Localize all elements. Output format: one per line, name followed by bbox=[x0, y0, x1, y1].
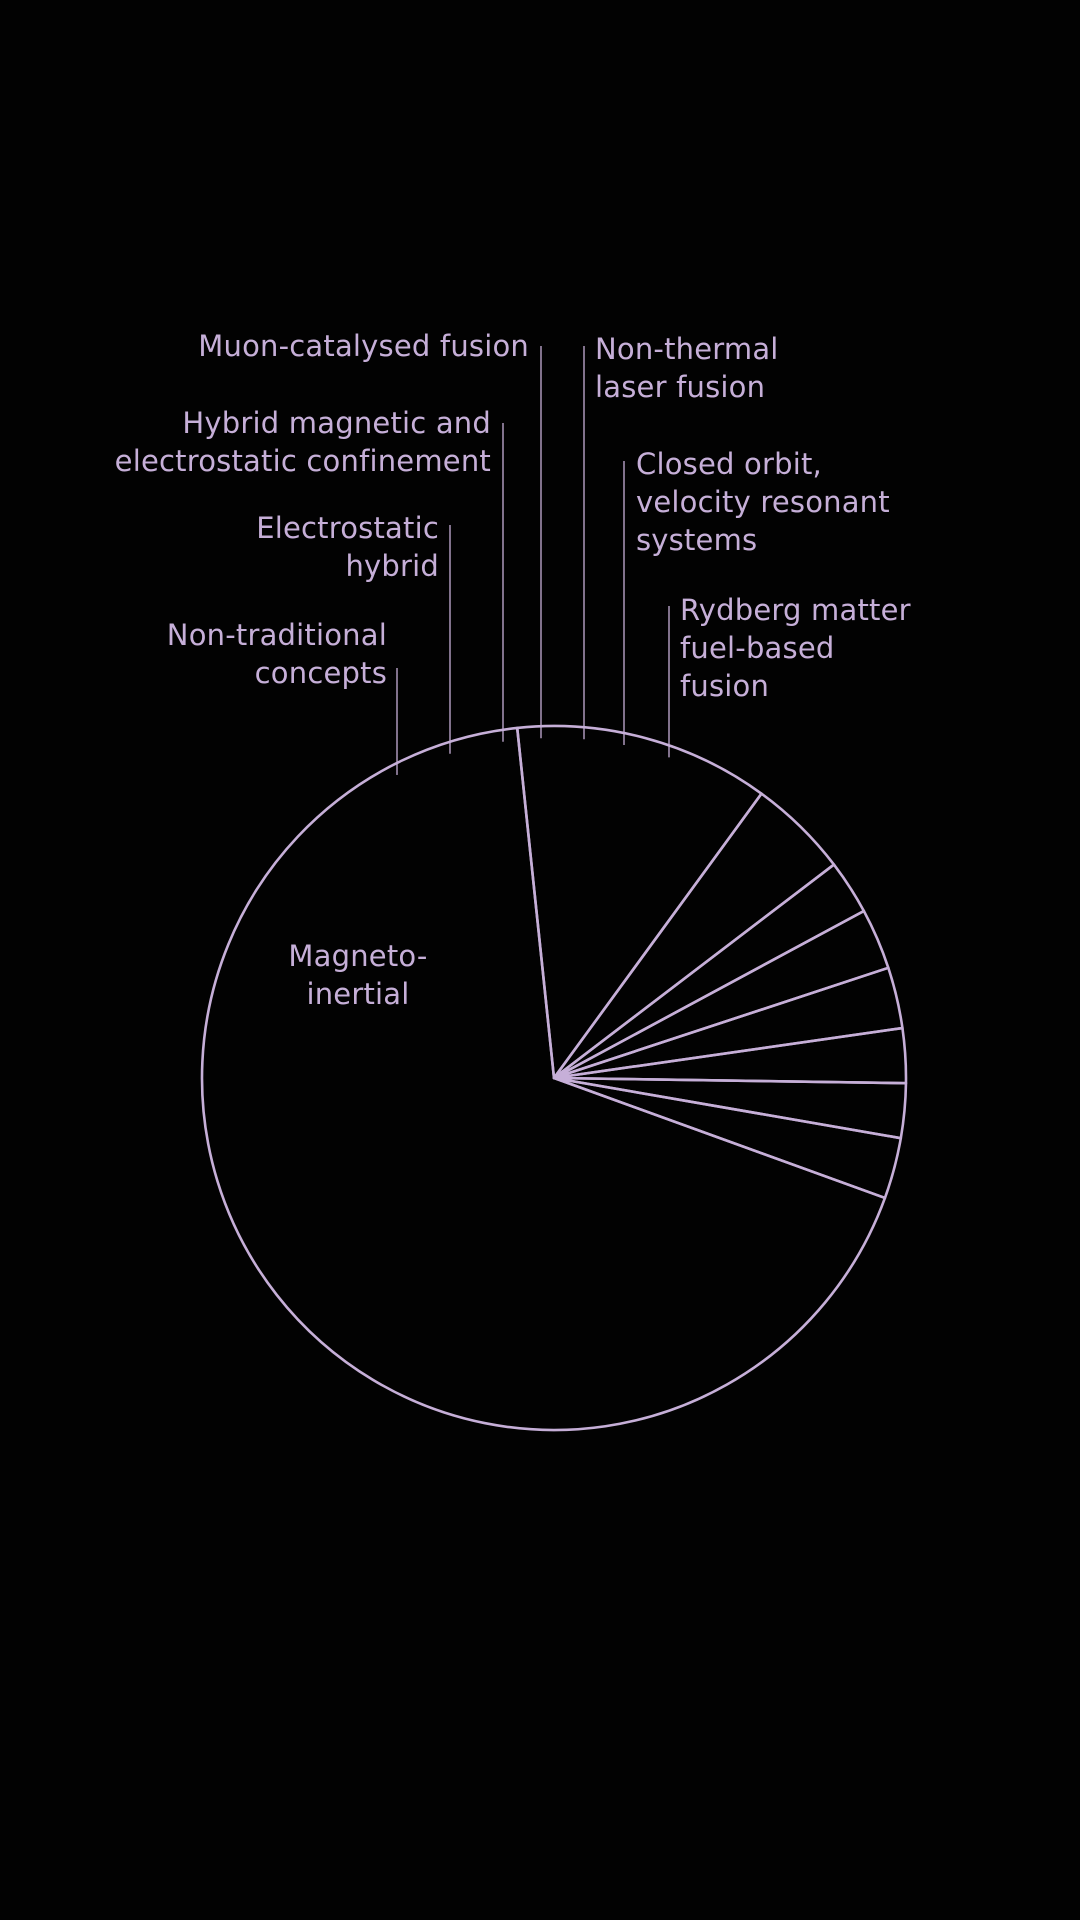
slice-label-magneto-inertial: Magneto-inertial bbox=[288, 939, 427, 1011]
callout-lines bbox=[396, 346, 670, 775]
pie-slice-remainder bbox=[200, 726, 887, 1432]
pie-slice-non-traditional-concepts bbox=[552, 792, 836, 1080]
pie-slice-magneto-inertial bbox=[515, 724, 763, 1080]
pie-slice-electrostatic-hybrid bbox=[552, 863, 866, 1080]
pie-slices bbox=[200, 724, 908, 1432]
slice-label-muon-catalysed-fusion: Muon-catalysed fusion bbox=[198, 329, 529, 363]
